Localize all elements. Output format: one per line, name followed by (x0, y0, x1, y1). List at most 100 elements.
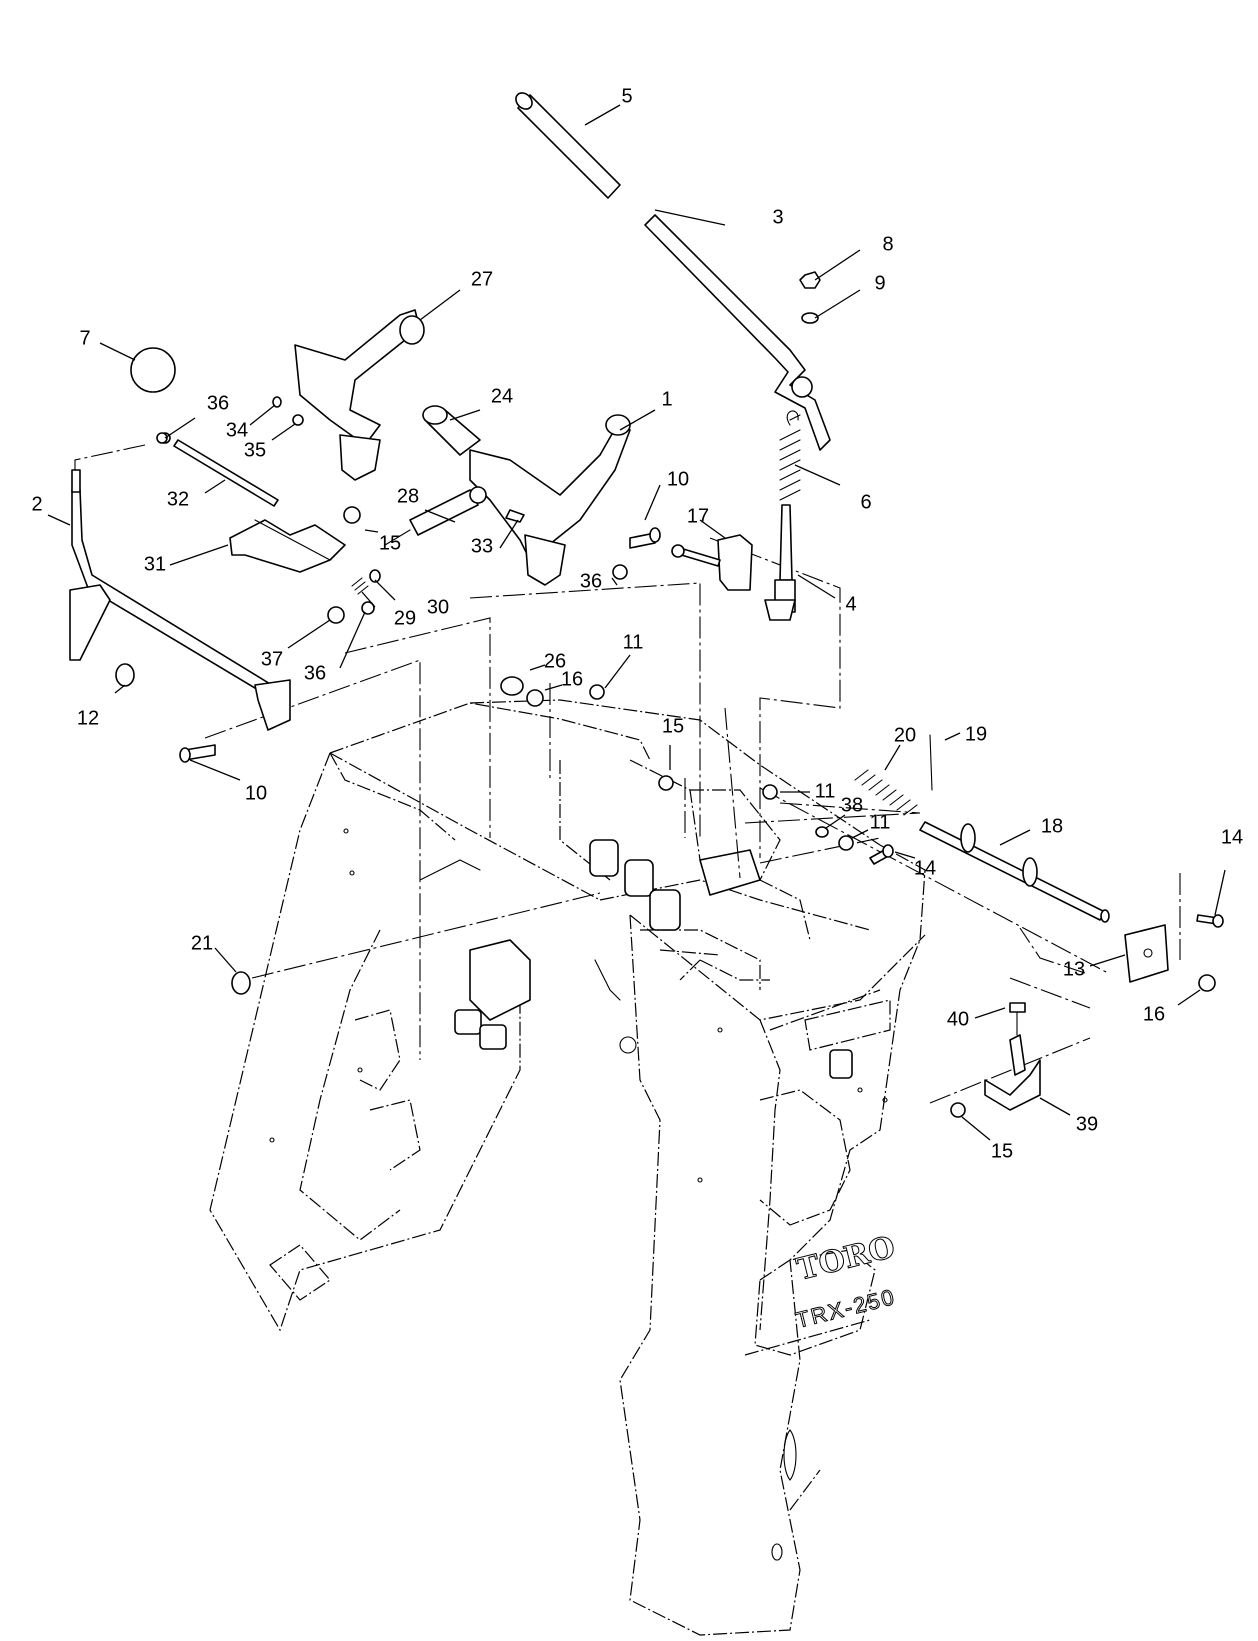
leader-10b (644, 484, 661, 521)
callout-37: 37 (261, 648, 283, 670)
callout-6: 6 (860, 491, 871, 513)
leader-36b (339, 611, 366, 669)
plate-13 (1124, 924, 1169, 983)
callout-12: 12 (77, 707, 99, 729)
nut-11c (838, 835, 854, 851)
callout-labels: 5 3 8 9 27 7 24 1 36 34 35 10 28 32 6 2 … (31, 85, 1243, 1162)
callout-8: 8 (882, 233, 893, 255)
nut-36a (156, 432, 168, 444)
grip-5 (515, 92, 621, 199)
leader-20 (884, 744, 901, 771)
handle-1 (469, 414, 631, 586)
washer-26 (500, 676, 524, 696)
callout-32: 32 (167, 488, 189, 510)
leader-38 (825, 814, 846, 829)
callout-17: 17 (687, 505, 709, 527)
bolt-33 (505, 509, 525, 523)
callout-9: 9 (874, 272, 885, 294)
leader-6 (794, 464, 841, 486)
callout-20: 20 (894, 724, 916, 746)
leader-30 (374, 579, 396, 601)
leader-19 (944, 732, 961, 741)
leader-16b (1177, 989, 1201, 1006)
leader-9 (814, 289, 861, 319)
nut-11b (762, 784, 778, 800)
bolt-10b (629, 527, 661, 549)
callout-15c: 15 (991, 1140, 1013, 1162)
leader-35 (271, 423, 296, 441)
leader-36a (164, 417, 196, 439)
leader-36c (611, 577, 618, 586)
leader-27 (419, 289, 461, 321)
callout-15b: 15 (662, 715, 684, 737)
callout-27: 27 (471, 268, 493, 290)
callout-1: 1 (661, 388, 672, 410)
bolt-10a (179, 744, 216, 763)
leader-18 (999, 829, 1031, 846)
bracket-17 (671, 534, 753, 591)
callout-35: 35 (244, 439, 266, 461)
leader-33 (499, 519, 519, 549)
cylinder-28 (384, 486, 487, 546)
plug-21 (231, 971, 251, 995)
bracket-31 (229, 519, 346, 573)
model-decal: TRX-250 (793, 1284, 898, 1333)
callout-30: 30 (427, 596, 449, 618)
leader-14a (894, 851, 916, 859)
washer-35 (292, 414, 304, 426)
callout-15a: 15 (379, 532, 401, 554)
callout-13: 13 (1063, 958, 1085, 980)
bracket-39 (984, 1034, 1041, 1111)
leader-21 (214, 947, 237, 973)
callout-14a: 14 (914, 857, 936, 879)
callout-7: 7 (79, 327, 90, 349)
leader-11a (604, 654, 631, 689)
callout-3: 3 (772, 206, 783, 228)
leader-15c (961, 1116, 991, 1141)
bolt-14b (1196, 914, 1224, 928)
lever-shaft-2 (69, 469, 291, 731)
leader-2 (47, 514, 71, 526)
callout-39: 39 (1076, 1113, 1098, 1135)
leader-37 (287, 619, 331, 649)
callout-36c: 36 (580, 570, 602, 592)
callout-11c: 11 (870, 811, 891, 833)
leader-13 (1089, 954, 1126, 967)
leader-4 (797, 574, 836, 599)
callout-31: 31 (144, 553, 166, 575)
leader-26 (529, 664, 546, 671)
callout-14b: 14 (1221, 826, 1243, 848)
leader-15a (364, 529, 379, 533)
toro-logo: TORO (793, 1230, 898, 1288)
leader-7 (99, 342, 136, 361)
callout-29: 29 (394, 607, 416, 629)
callout-40: 40 (947, 1008, 969, 1030)
callout-19: 19 (965, 723, 987, 745)
leader-12 (114, 684, 126, 694)
spring-20 (854, 769, 918, 816)
washer-9 (801, 312, 819, 324)
nut-15a (343, 506, 361, 524)
leader-10a (189, 759, 241, 781)
callout-28: 28 (397, 485, 419, 507)
leader-8 (814, 249, 861, 281)
leader-32 (204, 479, 226, 494)
callout-21: 21 (191, 932, 213, 954)
sleeve-24 (422, 405, 481, 456)
nut-16b (1198, 974, 1216, 992)
callout-34: 34 (226, 419, 248, 441)
callout-36a: 36 (207, 392, 229, 414)
leader-3 (654, 209, 726, 226)
callout-5: 5 (621, 85, 632, 107)
washer-30 (369, 569, 381, 583)
callout-38: 38 (841, 794, 863, 816)
leader-29 (361, 591, 376, 608)
knob-7 (130, 347, 176, 393)
leader-24 (449, 409, 481, 421)
internal-components (419, 839, 853, 1079)
leader-11c (851, 829, 869, 839)
callout-4: 4 (845, 593, 856, 615)
nut-11a (589, 684, 605, 700)
nut-16a (526, 689, 544, 707)
rod-4 (764, 504, 796, 621)
